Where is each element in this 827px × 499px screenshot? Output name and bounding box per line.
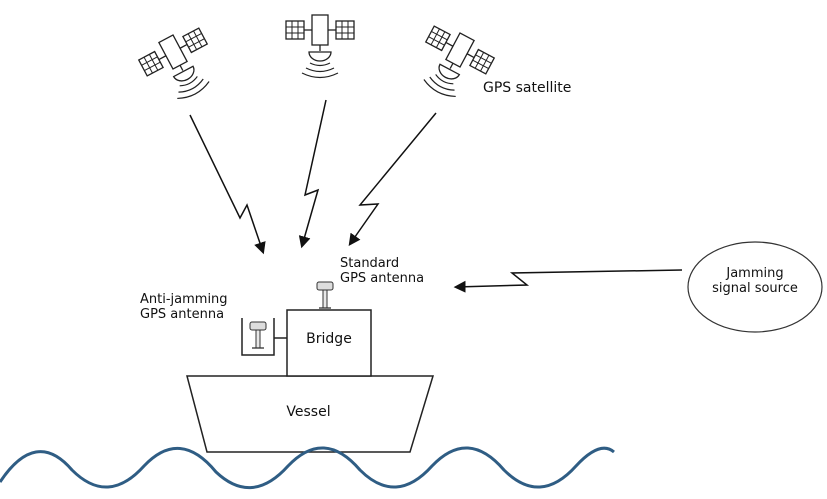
- satellite-icon-1: [135, 22, 226, 111]
- anti-jamming-label-line2: GPS antenna: [140, 307, 225, 322]
- bridge-box: [286, 309, 372, 377]
- bridge-label: Bridge: [306, 331, 352, 347]
- ocean-wave: [0, 446, 615, 489]
- jamming-source-label: Jamming signal source: [688, 266, 822, 296]
- jamming-label-line2: signal source: [712, 281, 798, 296]
- jamming-label-line1: Jamming: [726, 266, 784, 281]
- signal-arrow-satellite-1: [189, 114, 266, 255]
- jamming-source-ellipse: [687, 241, 823, 333]
- signal-arrow-satellite-3: [348, 112, 437, 246]
- satellite-icon-2: [285, 14, 355, 79]
- anti-jamming-bracket: [241, 318, 275, 356]
- signal-arrow-satellite-2: [298, 99, 327, 249]
- anti-jamming-label-line1: Anti-jamming: [140, 292, 228, 307]
- anti-jamming-antenna-label: Anti-jamming GPS antenna: [140, 292, 228, 322]
- vessel-label: Vessel: [286, 404, 331, 420]
- standard-antenna-label-line1: Standard: [340, 256, 400, 271]
- standard-antenna-label: Standard GPS antenna: [340, 256, 424, 286]
- jamming-signal-arrow: [453, 269, 683, 293]
- gps-satellite-label: GPS satellite: [483, 80, 572, 96]
- standard-antenna-label-line2: GPS antenna: [340, 271, 425, 286]
- anti-jamming-gps-antenna-icon: [249, 321, 267, 349]
- standard-gps-antenna-icon: [316, 281, 334, 309]
